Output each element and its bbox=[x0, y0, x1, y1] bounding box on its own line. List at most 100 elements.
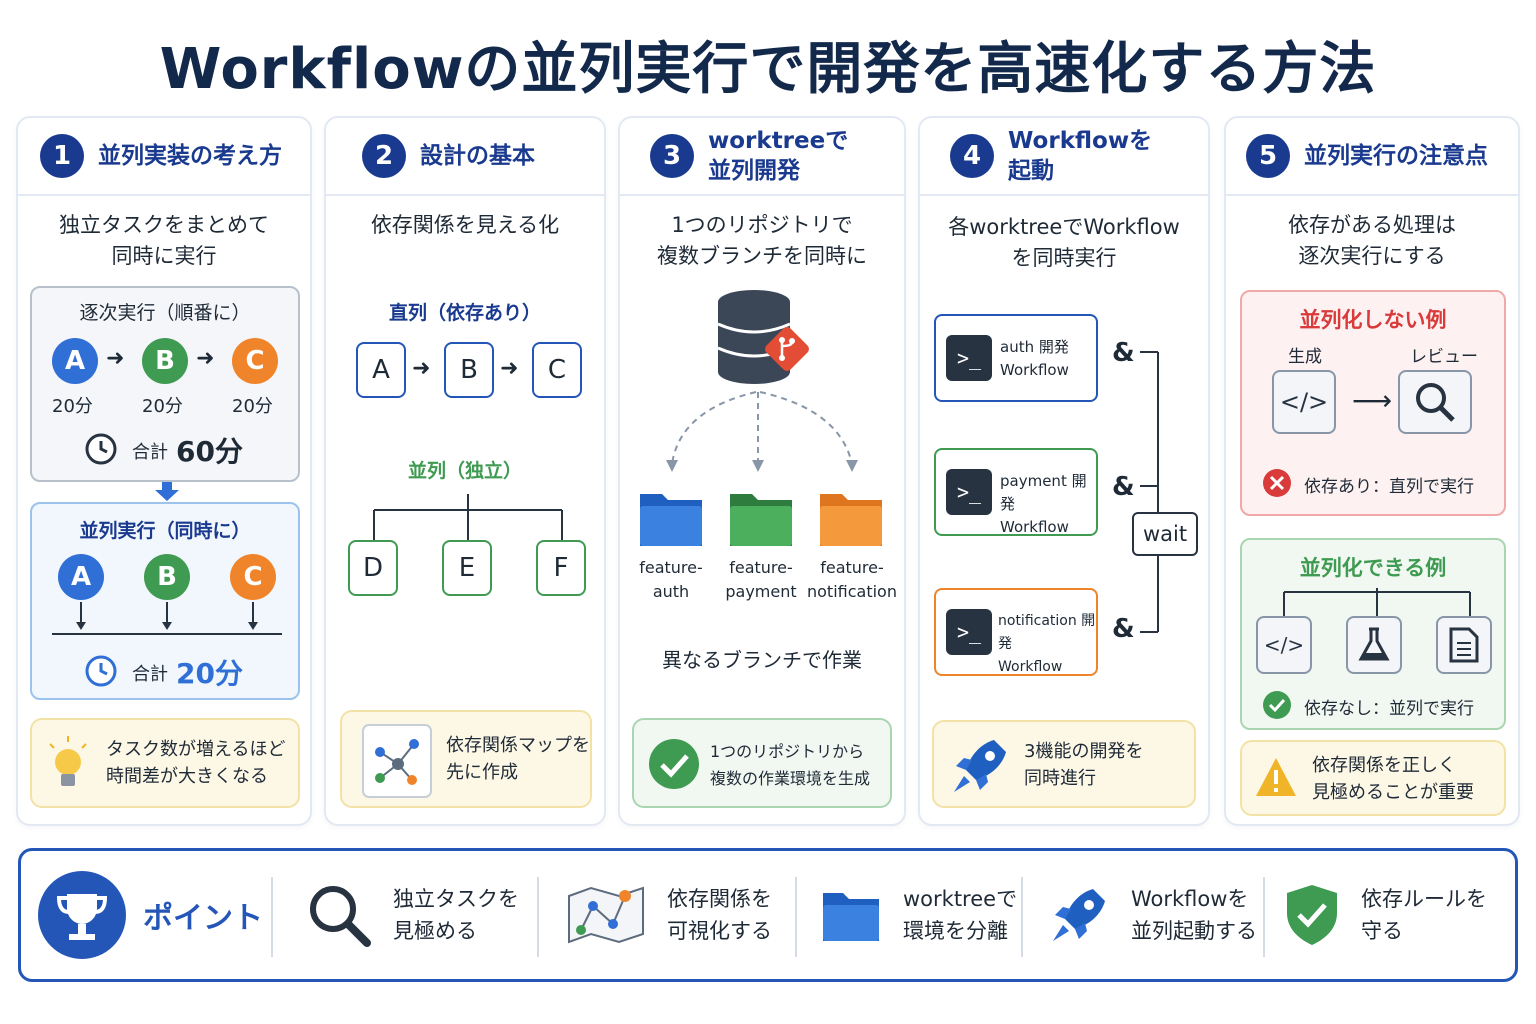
panel-subtitle: 1つのリポジトリで 複数ブランチを同時に bbox=[657, 213, 867, 268]
branch-arrows bbox=[666, 391, 858, 472]
panel-title: 設計の基本 bbox=[420, 143, 535, 169]
panel-caveats: 5 並列実行の注意点 依存がある処理は 逐次実行にする 並列化しない例 生成 レ… bbox=[1224, 116, 1520, 826]
generate-label: 生成 bbox=[1288, 347, 1322, 367]
point-text: Workflowを 並列起動する bbox=[1131, 887, 1257, 943]
bad-example-note: 依存あり：直列で実行 bbox=[1304, 477, 1474, 497]
search-icon bbox=[310, 886, 371, 947]
step-number-badge: 4 bbox=[950, 134, 994, 178]
arrow-icon: ⟶ bbox=[1352, 384, 1393, 417]
point-item: Workflowを 並列起動する bbox=[1049, 851, 1257, 979]
workflow-card-notification: >_ notification 開発 Workflow bbox=[934, 588, 1098, 676]
key-points-bar: ポイント 独立タスクを 見極める 依存関係を 可視化する worktreeで 環… bbox=[18, 848, 1518, 982]
step-number-badge: 5 bbox=[1246, 134, 1290, 178]
step-number-badge: 3 bbox=[650, 134, 694, 178]
divider bbox=[1263, 877, 1265, 957]
repository-icon bbox=[717, 290, 809, 384]
workflow-label: notification 開発 Workflow bbox=[998, 613, 1096, 675]
wait-bracket bbox=[1140, 351, 1159, 633]
ampersand: & bbox=[1112, 338, 1135, 368]
map-icon bbox=[568, 886, 644, 944]
panel-title: Workflowを 起動 bbox=[1008, 128, 1153, 184]
panel-subtitle: 依存がある処理は 逐次実行にする bbox=[1288, 213, 1456, 268]
point-text: worktreeで 環境を分離 bbox=[903, 887, 1018, 943]
shield-check-icon bbox=[1287, 885, 1337, 945]
folder-icon-notification bbox=[820, 494, 882, 546]
tip-box: タスク数が増えるほど 時間差が大きくなる bbox=[30, 718, 300, 808]
serial-node-c: C bbox=[532, 342, 582, 398]
divider bbox=[271, 877, 273, 957]
page-title: Workflowの並列実行で開発を高速化する方法 bbox=[159, 37, 1377, 102]
point-item: 依存ルールを 守る bbox=[1285, 851, 1487, 979]
lightbulb-icon bbox=[49, 736, 87, 786]
terminal-icon: >_ bbox=[946, 335, 992, 381]
folder-icon-auth bbox=[640, 494, 702, 546]
folder-label: feature- auth bbox=[639, 558, 703, 601]
tip-box: 1つのリポジトリから 複数の作業環境を生成 bbox=[632, 718, 892, 808]
panel-header: 3 worktreeで 並列開発 bbox=[620, 118, 904, 196]
task-a-circle: A bbox=[58, 554, 104, 600]
task-c-circle: C bbox=[230, 554, 276, 600]
tip-box: 3機能の開発を 同時進行 bbox=[932, 720, 1196, 808]
panel-subtitle: 独立タスクをまとめて 同時に実行 bbox=[59, 213, 269, 268]
serial-node-a: A bbox=[356, 342, 406, 398]
down-arrow-icon bbox=[155, 482, 179, 501]
good-example-box: 並列化できる例 </> 依存なし：並列で実行 bbox=[1240, 538, 1506, 730]
arrow-icon: ➜ bbox=[500, 356, 519, 381]
trophy-icon bbox=[38, 871, 126, 959]
total-label: 合計 bbox=[132, 664, 168, 685]
panel-parallel-concept: 1 並列実装の考え方 独立タスクをまとめて 同時に実行 逐次実行（順番に） A … bbox=[16, 116, 312, 826]
tip-text: 1つのリポジトリから 複数の作業環境を生成 bbox=[710, 742, 871, 788]
folder-icon bbox=[823, 893, 879, 941]
code-icon: </> bbox=[1256, 616, 1312, 674]
parallel-node-f: F bbox=[536, 540, 586, 596]
points-label-group: ポイント bbox=[37, 851, 263, 979]
parallel-heading: 並列実行（同時に） bbox=[79, 520, 251, 542]
workflow-card-auth: >_ auth 開発 Workflow bbox=[934, 314, 1098, 402]
good-example-heading: 並列化できる例 bbox=[1299, 556, 1447, 580]
review-label: レビュー bbox=[1410, 347, 1478, 367]
total-value: 60分 bbox=[176, 435, 243, 468]
task-time: 20分 bbox=[232, 396, 273, 417]
parallel-node-d: D bbox=[348, 540, 398, 596]
warning-text: 依存関係を正しく 見極めることが重要 bbox=[1312, 755, 1474, 803]
step-number-badge: 1 bbox=[40, 134, 84, 178]
rocket-icon bbox=[954, 740, 1006, 792]
error-icon bbox=[1263, 469, 1291, 497]
task-a-circle: A bbox=[52, 338, 98, 384]
parallel-heading: 並列（独立） bbox=[407, 460, 522, 482]
check-circle-icon bbox=[1263, 691, 1291, 719]
parallel-timeline bbox=[52, 602, 282, 635]
parallel-node-e: E bbox=[442, 540, 492, 596]
panel-worktree: 3 worktreeで 並列開発 1つのリポジトリで 複数ブランチを同時に fe… bbox=[618, 116, 906, 826]
folder-label: feature- notification bbox=[807, 558, 897, 601]
panel-header: 2 設計の基本 bbox=[326, 118, 604, 196]
divider bbox=[1021, 877, 1023, 957]
clock-icon bbox=[85, 433, 117, 465]
arrow-icon: ➜ bbox=[106, 346, 125, 371]
search-icon bbox=[1398, 370, 1472, 434]
serial-heading: 直列（依存あり） bbox=[388, 302, 541, 324]
panel-subtitle: 各worktreeでWorkflow を同時実行 bbox=[948, 215, 1180, 270]
rocket-icon bbox=[1053, 889, 1105, 941]
task-b-circle: B bbox=[142, 338, 188, 384]
task-time: 20分 bbox=[52, 396, 93, 417]
sequential-heading: 逐次実行（順番に） bbox=[79, 302, 251, 324]
sequential-box: 逐次実行（順番に） A ➜ B ➜ C 20分 20分 20分 合計 60分 bbox=[30, 286, 300, 482]
clock-icon bbox=[85, 655, 117, 687]
point-item: worktreeで 環境を分離 bbox=[821, 851, 1017, 979]
parallel-box: 並列実行（同時に） A B C 合計 20分 bbox=[30, 502, 300, 700]
step-number-badge: 2 bbox=[362, 134, 406, 178]
points-label: ポイント bbox=[143, 901, 263, 936]
tree-connector bbox=[1283, 588, 1471, 616]
workflow-card-payment: >_ payment 開発 Workflow bbox=[934, 448, 1098, 536]
task-time: 20分 bbox=[142, 396, 183, 417]
arrow-icon: ➜ bbox=[412, 356, 431, 381]
folder-label: feature- payment bbox=[725, 558, 797, 601]
panel-header: 4 Workflowを 起動 bbox=[920, 118, 1208, 196]
point-item: 依存関係を 可視化する bbox=[567, 851, 772, 979]
ampersand: & bbox=[1112, 614, 1135, 644]
divider bbox=[795, 877, 797, 957]
dependency-map-icon bbox=[362, 724, 432, 798]
check-circle-icon bbox=[649, 739, 699, 789]
task-b-circle: B bbox=[144, 554, 190, 600]
